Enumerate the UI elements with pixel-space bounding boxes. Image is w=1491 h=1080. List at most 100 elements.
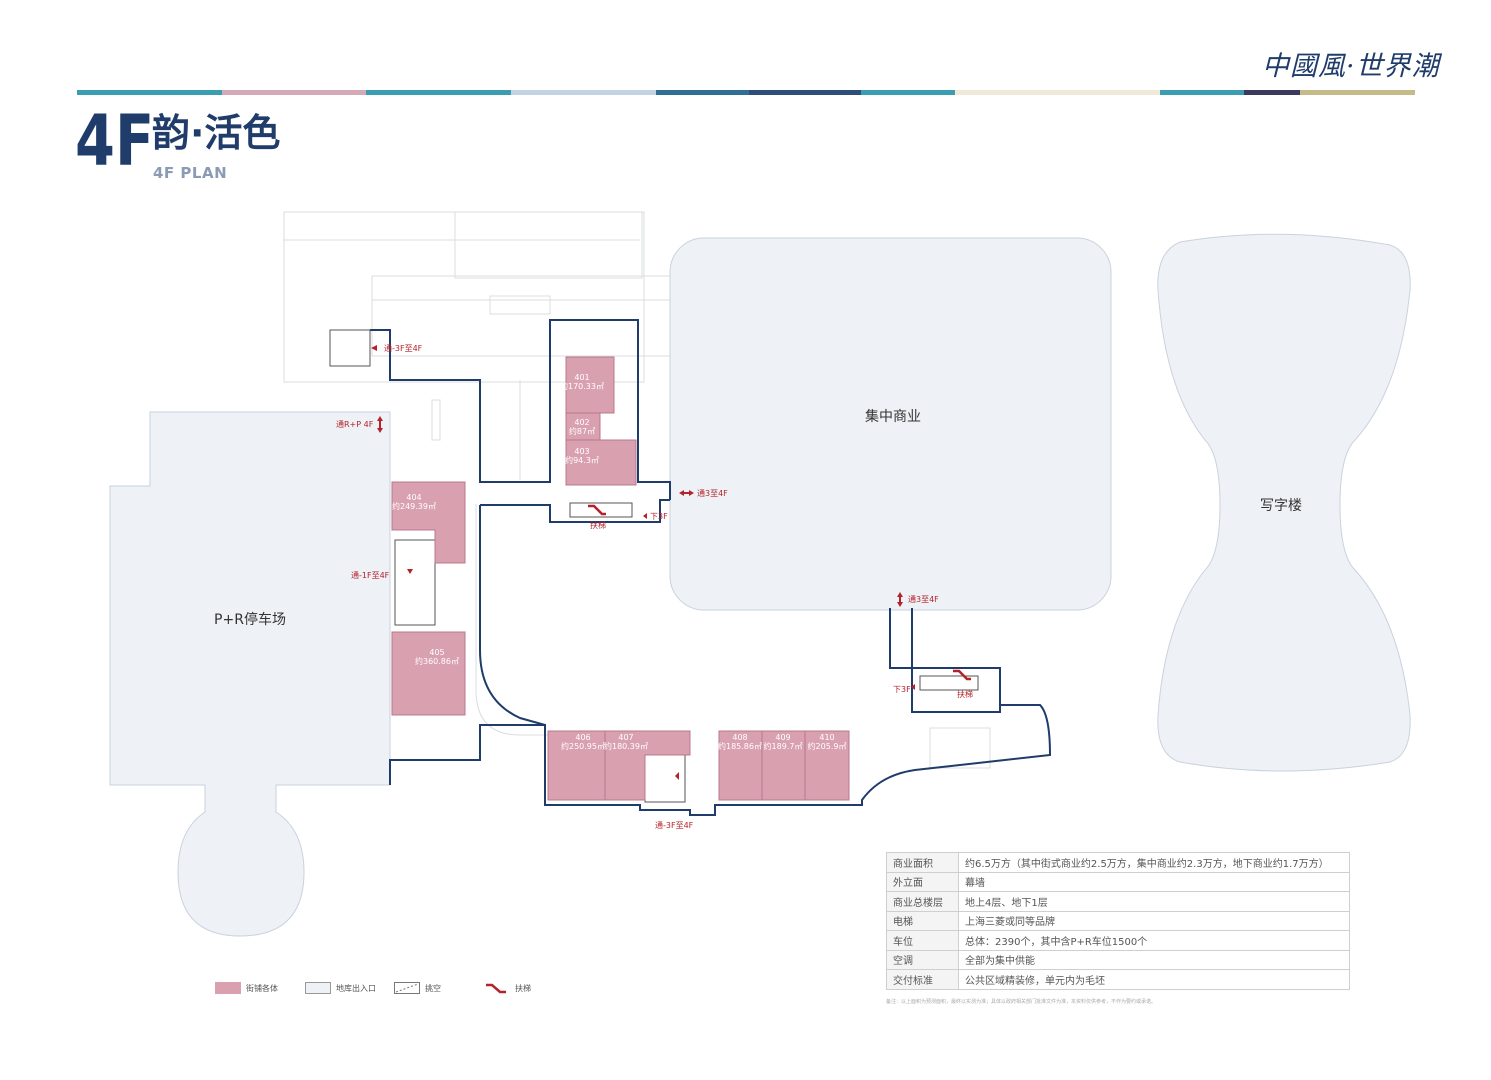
table-row: 空调全部为集中供能 [886,949,1350,970]
unit-id: 410 [819,733,834,742]
unit-area: 约205.9㎡ [808,741,847,751]
stripe-segment [655,90,750,95]
entrance-swatch [305,982,331,994]
table-row: 商业总楼层地上4层、地下1层 [886,891,1350,912]
legend-unit: 街铺各体 [215,982,278,994]
info-value: 公共区域精装修，单元内为毛坯 [958,969,1350,990]
table-row: 外立面幕墙 [886,871,1350,892]
project-info-table: 商业面积约6.5万方（其中街式商业约2.5万方，集中商业约2.3万方，地下商业约… [886,852,1350,990]
legend-label: 地库出入口 [336,983,376,993]
unit-403 [565,439,637,486]
updown-arrow-icon [897,592,903,607]
escalator-icon [588,504,606,516]
escalator-b [919,675,979,691]
info-value: 总体：2390个，其中含P+R车位1500个 [958,930,1350,951]
void-swatch-icon [394,982,420,994]
unit-404 [391,481,466,564]
unit-id: 407 [618,733,633,742]
unit-id: 409 [775,733,790,742]
parking-zone [109,411,391,937]
stripe-segment [77,90,222,95]
info-value: 幕墙 [958,871,1350,892]
office-zone [1157,233,1411,772]
stripe-segment [954,90,1161,95]
mall-label: 集中商业 [865,408,921,425]
brand-logo: 中國風·世界潮 [1262,51,1440,82]
info-key: 商业面积 [886,852,959,873]
stripe-segment [366,90,512,95]
legend-label: 挑空 [425,983,441,993]
parking-label: P+R停车场 [214,611,286,628]
updown-arrow-icon [377,416,383,433]
background-lines [283,211,991,769]
table-row: 电梯上海三菱或同等品牌 [886,910,1350,931]
arrow-icon [371,345,377,351]
escalator-icon [486,983,506,994]
info-value: 地上4层、地下1层 [958,891,1350,912]
unit-id: 401 [574,373,589,382]
info-key: 交付标准 [886,969,959,990]
arrow-icon [643,513,647,519]
stripe-segment [749,90,862,95]
info-value: 全部为集中供能 [958,949,1350,970]
floor-subtitle: 4F PLAN [153,164,228,182]
escalator-a [569,502,633,518]
arrow-icon [675,772,679,780]
unit-labels: 401 约170.33㎡ 402 约87㎡ 403 约94.3㎡ 404 约24… [392,373,846,751]
unit-area: 约170.33㎡ [560,381,604,391]
corridor-walls [370,319,1052,816]
unit-id: 402 [574,418,589,427]
footnote: 备注：以上面积为预测面积，最终以实测为准；具体以政府相关部门批准文件为准，本资料… [886,999,1157,1005]
stripe-segment [1300,90,1415,95]
unit-410 [804,730,850,801]
info-key: 电梯 [886,910,959,931]
leftright-arrow-icon [679,490,694,496]
unit-401 [565,356,615,414]
unit-id: 405 [429,648,444,657]
stair-core-top [329,329,371,367]
stripe-segment [1244,90,1301,95]
marker-label: 下3F [650,512,668,521]
unit-id: 408 [732,733,747,742]
unit-id: 406 [575,733,590,742]
info-key: 商业总楼层 [886,891,959,912]
unit-area: 约189.7㎡ [764,741,803,751]
unit-area: 约94.3㎡ [565,455,599,465]
arrow-icon [407,569,413,574]
unit-id: 404 [406,493,421,502]
unit-area: 约249.39㎡ [392,501,436,511]
info-key: 车位 [886,930,959,951]
unit-area: 约250.95㎡ [561,741,605,751]
unit-swatch [215,982,241,994]
marker-label: 通3至4F [697,488,728,498]
color-stripe [77,90,1415,95]
stair-core-mid [394,539,436,626]
unit-405 [391,631,466,716]
table-row: 商业面积约6.5万方（其中街式商业约2.5万方，集中商业约2.3万方，地下商业约… [886,852,1350,873]
stripe-segment [861,90,955,95]
office-label: 写字楼 [1260,498,1302,514]
marker-label: 通-1F至4F [351,570,390,580]
stair-cores [329,329,979,803]
circulation-markers: 通-3F至4F 通R+P 4F 通3至4F 下3F 扶梯 通-1F至4F 通3至… [336,343,973,830]
marker-label: 通R+P 4F [336,419,374,429]
stripe-segment [511,90,656,95]
unit-area: 约180.39㎡ [604,741,648,751]
unit-area: 约87㎡ [569,426,595,436]
floor-number: 4F [75,100,155,182]
arrow-icon [911,684,915,690]
unit-407 [604,730,691,801]
legend-label: 街铺各体 [246,983,278,993]
info-value: 上海三菱或同等品牌 [958,910,1350,931]
table-row: 交付标准公共区域精装修，单元内为毛坯 [886,969,1350,990]
marker-label: 下3F [893,685,911,694]
marker-label: 通-3F至4F [655,820,694,830]
escalator-icon [953,669,971,681]
info-value: 约6.5万方（其中街式商业约2.5万方，集中商业约2.3万方，地下商业约1.7万… [958,852,1350,873]
info-key: 外立面 [886,871,959,892]
info-key: 空调 [886,949,959,970]
marker-label: 通3至4F [908,594,939,604]
legend-escalator: 扶梯 [484,982,531,994]
floor-title: 韵·活色 [152,111,281,155]
table-row: 车位总体：2390个，其中含P+R车位1500个 [886,930,1350,951]
